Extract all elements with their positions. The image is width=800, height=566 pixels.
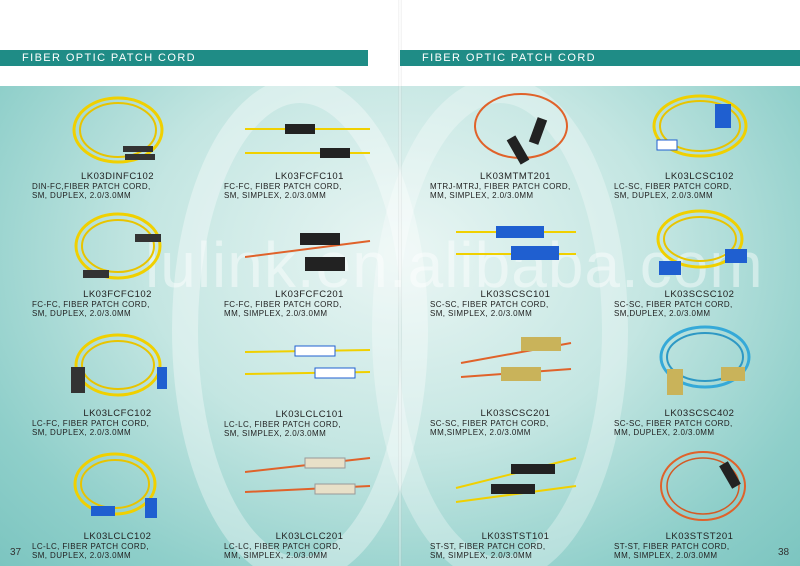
- product-description-line1: SC-SC, FIBER PATCH CORD,: [430, 419, 549, 428]
- product-description-line1: SC-SC, FIBER PATCH CORD,: [614, 300, 733, 309]
- product-code: LK03SCSC402: [664, 408, 735, 419]
- coiled-yellow-lc-fc-icon: [70, 333, 167, 397]
- product-description-line1: FC-FC, FIBER PATCH CORD,: [32, 300, 150, 309]
- coiled-orange-mtrj-icon: [473, 93, 568, 165]
- coiled-yellow-lc-sc-icon: [652, 94, 747, 158]
- straight-orange-fc-fc-icon: [244, 233, 370, 271]
- product-code: LK03DINFC102: [80, 171, 155, 182]
- product-code: LK03FCFC201: [275, 289, 344, 300]
- product-description-line2: SM, DUPLEX, 2.0/3.0MM: [614, 191, 714, 200]
- product-lk03lcfc102[interactable]: LK03LCFC102 LC-FC, FIBER PATCH CORD, SM,…: [30, 327, 205, 437]
- product-description-line2: SM,DUPLEX, 2.0/3.0MM: [614, 309, 711, 318]
- coiled-yellow-din-fc-icon: [72, 96, 163, 164]
- product-description-line2: SM, DUPLEX, 2.0/3.0MM: [32, 551, 132, 560]
- page-top-margin: [0, 0, 800, 86]
- product-code: LK03MTMT201: [480, 171, 551, 182]
- product-description-line1: LC-SC, FIBER PATCH CORD,: [614, 182, 732, 191]
- product-description-line2: MM, SIMPLEX, 2.0/3.0MM: [224, 551, 328, 560]
- product-description-line2: MM, DUPLEX, 2.0/3.0MM: [614, 428, 715, 437]
- product-description-line1: FC-FC, FIBER PATCH CORD,: [224, 300, 342, 309]
- product-description-line1: LC-LC, FIBER PATCH CORD,: [224, 420, 341, 429]
- coiled-yellow-lc-lc-icon: [73, 452, 157, 518]
- straight-yellow-st-st-icon: [455, 457, 576, 503]
- product-lk03mtmt201[interactable]: LK03MTMT201 MTRJ-MTRJ, FIBER PATCH CORD,…: [428, 88, 603, 200]
- product-description-line2: SM, DUPLEX, 2.0/3.0MM: [32, 428, 132, 437]
- product-description-line2: SM, SIMPLEX, 2.0/3.0MM: [430, 551, 533, 560]
- product-description-line1: SC-SC, FIBER PATCH CORD,: [614, 419, 733, 428]
- product-code: LK03STST201: [665, 531, 734, 542]
- product-code: LK03SCSC102: [664, 289, 735, 300]
- straight-yellow-lc-lc-icon: [244, 345, 370, 379]
- section-header-right: FIBER OPTIC PATCH CORD: [400, 50, 800, 66]
- coiled-orange-st-st-icon: [659, 451, 746, 521]
- product-lk03scsc201[interactable]: LK03SCSC201 SC-SC, FIBER PATCH CORD, MM,…: [428, 333, 603, 437]
- product-lk03scsc402[interactable]: LK03SCSC402 SC-SC, FIBER PATCH CORD, MM,…: [612, 323, 787, 437]
- product-description-line2: SM, SIMPLEX, 2.0/3.0MM: [224, 191, 327, 200]
- product-lk03scsc101[interactable]: LK03SCSC101 SC-SC, FIBER PATCH CORD, SM,…: [428, 222, 603, 318]
- product-description-line1: MTRJ-MTRJ, FIBER PATCH CORD,: [430, 182, 571, 191]
- coiled-yellow-sc-sc-icon: [656, 209, 747, 275]
- straight-yellow-fc-fc-icon: [244, 124, 370, 158]
- section-header-left: FIBER OPTIC PATCH CORD: [0, 50, 368, 66]
- product-lk03lclc101[interactable]: LK03LCLC101 LC-LC, FIBER PATCH CORD, SM,…: [222, 338, 397, 438]
- product-lk03lclc102[interactable]: LK03LCLC102 LC-LC, FIBER PATCH CORD, SM,…: [30, 448, 205, 560]
- product-lk03fcfc201[interactable]: LK03FCFC201 FC-FC, FIBER PATCH CORD, MM,…: [222, 225, 397, 318]
- product-description-line1: LC-LC, FIBER PATCH CORD,: [224, 542, 341, 551]
- coiled-aqua-sc-sc-icon: [659, 325, 750, 395]
- straight-yellow-sc-sc-icon: [455, 226, 576, 260]
- product-description-line2: MM, SIMPLEX, 2.0/3.0MM: [224, 309, 328, 318]
- product-lk03fcfc102[interactable]: LK03FCFC102 FC-FC, FIBER PATCH CORD, SM,…: [30, 208, 205, 318]
- product-description-line1: ST-ST, FIBER PATCH CORD,: [430, 542, 546, 551]
- product-description-line1: LC-LC, FIBER PATCH CORD,: [32, 542, 149, 551]
- product-description-line1: ST-ST, FIBER PATCH CORD,: [614, 542, 730, 551]
- product-lk03lcsc102[interactable]: LK03LCSC102 LC-SC, FIBER PATCH CORD, SM,…: [612, 88, 787, 200]
- product-lk03stst201[interactable]: LK03STST201 ST-ST, FIBER PATCH CORD, MM,…: [612, 442, 787, 560]
- product-code: LK03FCFC102: [83, 289, 152, 300]
- page-number-left: 37: [10, 547, 22, 558]
- product-description-line2: SM, SIMPLEX, 2.0/3.0MM: [224, 429, 327, 438]
- product-code: LK03LCSC102: [665, 171, 734, 182]
- straight-orange-lc-lc-icon: [244, 457, 370, 495]
- product-code: LK03LCFC102: [83, 408, 152, 419]
- product-lk03lclc201[interactable]: LK03LCLC201 LC-LC, FIBER PATCH CORD, MM,…: [222, 448, 397, 560]
- product-description-line2: MM, SIMPLEX, 2.0/3.0MM: [430, 191, 534, 200]
- product-description-line2: SM, DUPLEX, 2.0/3.0MM: [32, 309, 132, 318]
- product-description-line2: MM,SIMPLEX, 2.0/3.0MM: [430, 428, 531, 437]
- product-code: LK03LCLC201: [275, 531, 344, 542]
- product-lk03stst101[interactable]: LK03STST101 ST-ST, FIBER PATCH CORD, SM,…: [428, 448, 603, 560]
- product-code: LK03LCLC102: [83, 531, 152, 542]
- product-lk03dinfc102[interactable]: LK03DINFC102 DIN-FC,FIBER PATCH CORD, SM…: [30, 90, 205, 200]
- product-description-line2: MM, SIMPLEX, 2.0/3.0MM: [614, 551, 718, 560]
- product-code: LK03FCFC101: [275, 171, 344, 182]
- product-description-line2: SM, SIMPLEX, 2.0/3.0MM: [430, 309, 533, 318]
- product-code: LK03LCLC101: [275, 409, 344, 420]
- page-spine: [398, 0, 402, 566]
- page-number-right: 38: [778, 547, 790, 558]
- straight-orange-sc-sc-icon: [460, 337, 571, 381]
- product-description-line1: FC-FC, FIBER PATCH CORD,: [224, 182, 342, 191]
- product-code: LK03STST101: [481, 531, 550, 542]
- product-code: LK03SCSC101: [480, 289, 551, 300]
- product-description-line2: SM, DUPLEX, 2.0/3.0MM: [32, 191, 132, 200]
- product-description-line1: DIN-FC,FIBER PATCH CORD,: [32, 182, 151, 191]
- product-code: LK03SCSC201: [480, 408, 551, 419]
- product-lk03fcfc101[interactable]: LK03FCFC101 FC-FC, FIBER PATCH CORD, SM,…: [222, 115, 397, 200]
- product-description-line1: SC-SC, FIBER PATCH CORD,: [430, 300, 549, 309]
- coiled-yellow-fc-fc-icon: [74, 212, 161, 280]
- product-description-line1: LC-FC, FIBER PATCH CORD,: [32, 419, 150, 428]
- product-lk03scsc102[interactable]: LK03SCSC102 SC-SC, FIBER PATCH CORD, SM,…: [612, 205, 787, 318]
